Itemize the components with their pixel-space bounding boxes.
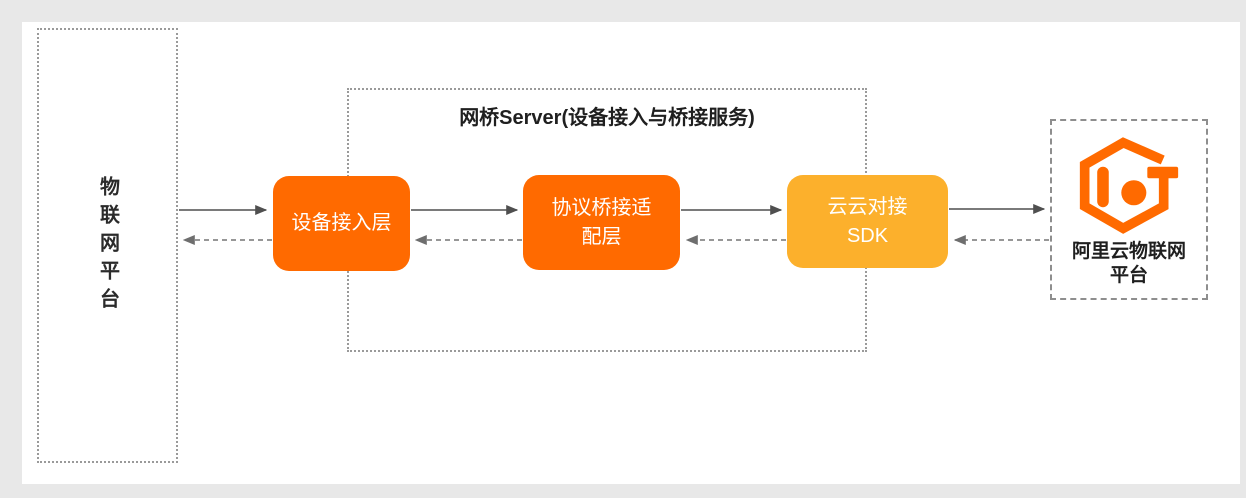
bridge-server-title: 网桥Server(设备接入与桥接服务) bbox=[459, 107, 755, 129]
aliyun-iot-logo-icon bbox=[1079, 137, 1179, 234]
aliyun-label-line1: 阿里云物联网 bbox=[1071, 241, 1186, 262]
aliyun-iot-platform-box: 阿里云物联网 平台 bbox=[1050, 119, 1208, 300]
node-cloud-cloud-sdk: 云云对接 SDK bbox=[787, 175, 948, 268]
iot-logo-t-bar bbox=[1147, 166, 1179, 179]
node-protocol-bridge-adapter-layer: 协议桥接适 配层 bbox=[523, 175, 680, 270]
node-device-access-layer: 设备接入层 bbox=[273, 176, 410, 271]
node-cloud-sdk-label-line1: 云云对接 bbox=[827, 195, 908, 218]
iot-platform-box: 物联网平台 bbox=[37, 28, 178, 463]
node-cloud-sdk-label-line2: SDK bbox=[846, 224, 889, 247]
node-protocol-adapter-label-line1: 协议桥接适 bbox=[551, 196, 652, 219]
aliyun-label-line2: 平台 bbox=[1109, 265, 1148, 286]
iot-logo-i-bar bbox=[1097, 166, 1109, 208]
iot-logo-o-dot bbox=[1121, 180, 1147, 206]
node-device-access-layer-label: 设备接入层 bbox=[291, 212, 392, 234]
node-protocol-adapter-label-line2: 配层 bbox=[581, 225, 622, 248]
iot-logo-hexagon-outline bbox=[1079, 137, 1169, 234]
iot-platform-label: 物联网平台 bbox=[96, 175, 119, 316]
aliyun-iot-platform-label: 阿里云物联网 平台 bbox=[1072, 240, 1186, 288]
